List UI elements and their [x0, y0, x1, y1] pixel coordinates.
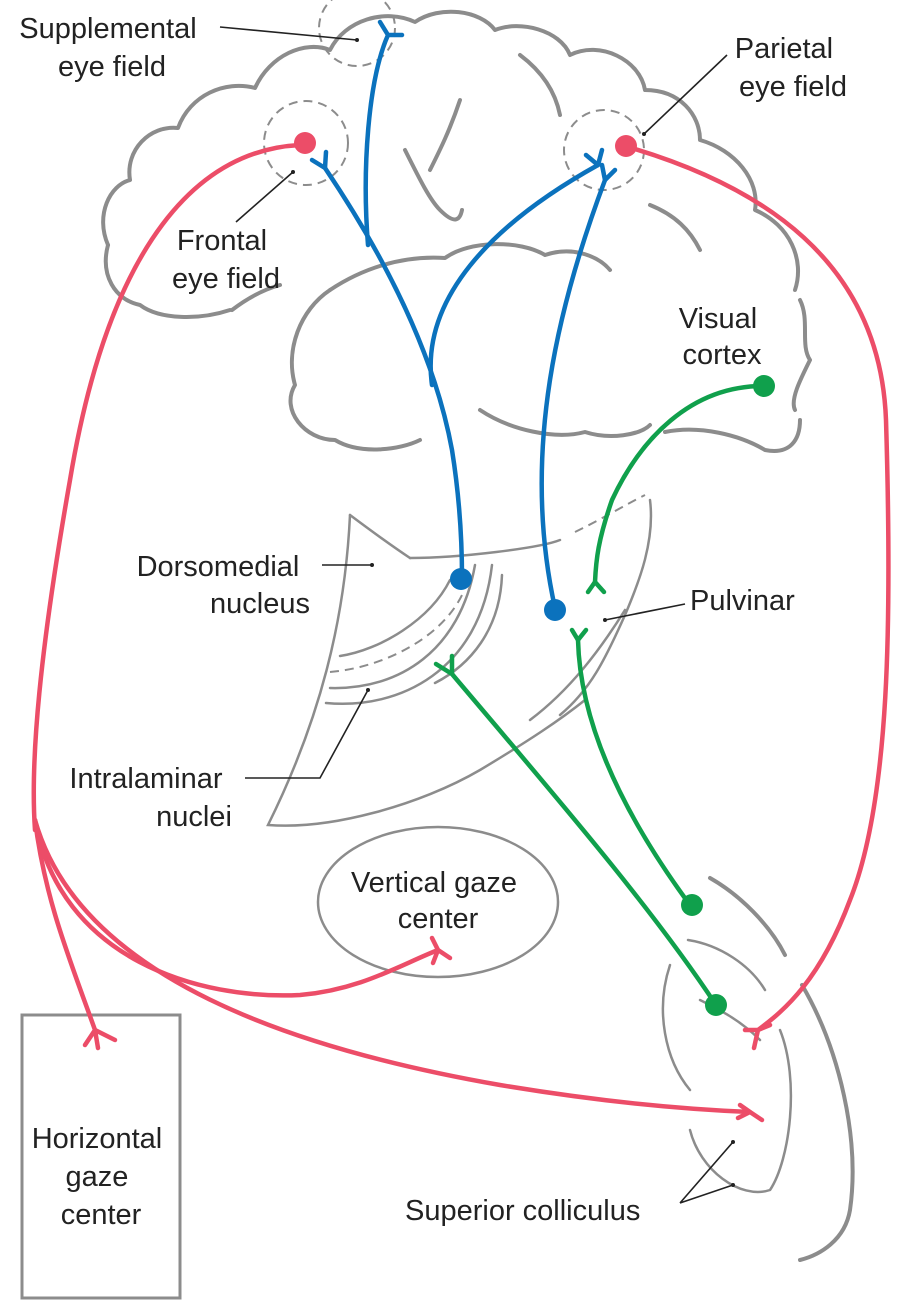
parietal-eye-field-red-pathway [622, 143, 891, 1033]
superior-colliculus-outline [661, 876, 855, 1262]
frontal-eye-field-red-pathway [31, 142, 303, 833]
brain-outline [101, 9, 812, 453]
visual-cortex-label: Visual cortex [679, 303, 766, 371]
supplemental-eye-field-region [318, 0, 396, 67]
leader-lines [219, 26, 735, 1204]
dorsomedial-terminal-dot [450, 568, 472, 590]
horizontal-gaze-center-label: Horizontal gaze center [32, 1123, 171, 1231]
frontal-eye-field-dot [294, 132, 316, 154]
dorsomedial-nucleus-label: Dorsomedial nucleus [137, 551, 310, 620]
colliculus-green-dot [705, 994, 727, 1016]
frontal-eye-field-blue-pathway [322, 165, 465, 581]
red-terminal-fork [82, 1027, 118, 1051]
red-pathway-to-vertical-gaze-center [32, 817, 441, 998]
parietal-eye-field-dot [615, 135, 637, 157]
thalamus-outline [266, 494, 653, 827]
pulvinar-to-colliculus-green-pathway [575, 637, 693, 908]
parietal-blue-pathway-to-dorsomedial [428, 162, 601, 388]
red-terminal-fork [429, 935, 453, 966]
red-terminal-fork [735, 1102, 765, 1123]
colliculus-green-dot [681, 894, 703, 916]
horizontal-gaze-center-box [20, 1013, 182, 1300]
intralaminar-to-colliculus-green-pathway [449, 671, 719, 1008]
vertical-gaze-center-outline [316, 825, 560, 979]
parietal-eye-field-label: Parietal eye field [735, 33, 847, 103]
blue-pathways [309, 19, 618, 611]
red-terminal-fork [742, 1022, 773, 1051]
superior-colliculus-label: Superior colliculus [405, 1195, 640, 1227]
pulvinar-terminal-dot [544, 599, 566, 621]
frontal-eye-field-label: Frontal eye field [172, 225, 280, 295]
parietal-blue-pathway-to-pulvinar [539, 177, 608, 611]
red-pathway-to-superior-colliculus [32, 817, 753, 1115]
green-pathways [433, 383, 766, 1008]
red-pathway-to-horizontal-gaze-center [32, 817, 98, 1033]
visual-cortex-dot [753, 375, 775, 397]
pulvinar-label: Pulvinar [690, 585, 795, 617]
vertical-gaze-center-label: Vertical gaze center [351, 867, 525, 935]
frontal-eye-field-region [263, 100, 349, 186]
supplemental-eye-field-label: Supplemental eye field [19, 13, 204, 83]
intralaminar-nuclei-label: Intralaminar nuclei [69, 763, 231, 833]
visual-cortex-green-pathway [592, 383, 766, 585]
red-pathways [31, 142, 891, 1123]
supplemental-eye-field-blue-pathway [363, 32, 391, 248]
